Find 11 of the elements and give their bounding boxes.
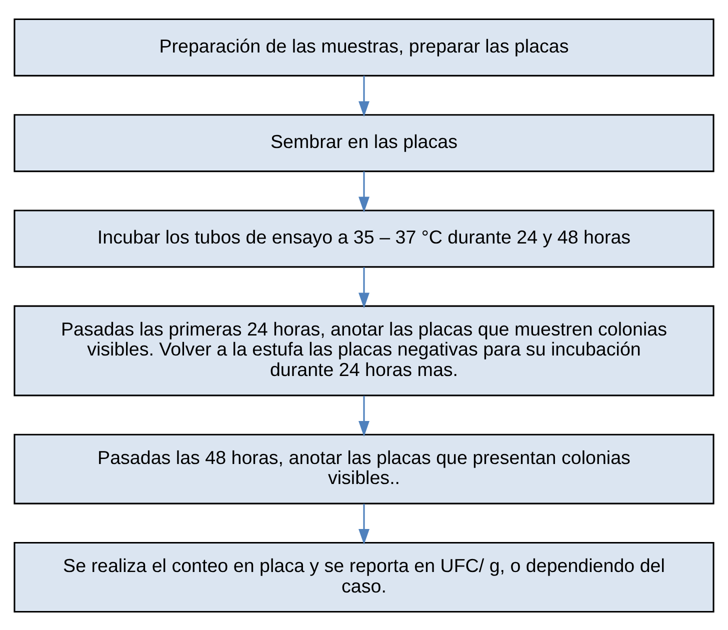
- node-box: Pasadas las 48 horas, anotar las placas que presentan colonias visibles..: [14, 433, 714, 504]
- arrow: [358, 170, 370, 212]
- node-box: Sembrar en las placas: [14, 114, 714, 172]
- node-box: Incubar los tubos de ensayo a 35 – 37 °C durante 24 y 48 horas: [14, 209, 714, 268]
- node-box: Se realiza el conteo en placa y se reporta en UFC/ g, o dependiendo del caso.: [14, 541, 714, 612]
- arrow: [358, 395, 370, 436]
- node-box: Pasadas las primeras 24 horas, anotar las placas que muestren colonias visibles. Volver a la estufa las placas negativas para su incubación durante 24 horas mas.: [14, 304, 714, 396]
- arrow: [358, 266, 370, 308]
- node-box: Preparación de las muestras, preparar las placas: [14, 18, 714, 76]
- arrow: [358, 503, 370, 544]
- arrow: [358, 75, 370, 116]
